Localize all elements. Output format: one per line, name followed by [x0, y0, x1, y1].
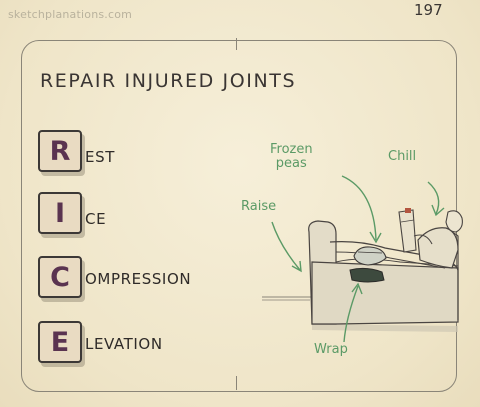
annotation-frozen-peas: Frozen peas: [270, 143, 313, 171]
tile-letter: C: [50, 261, 70, 293]
tile-r: R: [38, 130, 82, 172]
page-number: 197: [414, 1, 443, 19]
annotation-frozen-line2: peas: [275, 156, 307, 171]
tile-letter: E: [50, 326, 70, 358]
tile-i: I: [38, 192, 82, 234]
annotation-frozen-line1: Frozen: [270, 142, 313, 157]
tile-e: E: [38, 321, 82, 363]
sofa-base: [311, 261, 459, 325]
person-arm: [413, 234, 433, 245]
annotation-raise: Raise: [241, 199, 277, 214]
sofa-shadow: [312, 324, 458, 332]
arrow-frozen-peas: [341, 175, 377, 241]
person-torso: [417, 227, 459, 269]
site-watermark: sketchplanations.com: [8, 8, 133, 21]
annotation-chill: Chill: [388, 149, 417, 164]
arrow-chill: [427, 181, 440, 215]
drink-straw-top: [405, 208, 411, 213]
word-rest: EST: [85, 148, 115, 166]
tile-c: C: [38, 256, 82, 298]
word-ice: CE: [85, 210, 107, 228]
frozen-peas-bag: [353, 246, 387, 266]
drink-glass: [398, 209, 417, 253]
raised-leg: [329, 240, 459, 271]
arrow-wrap: [343, 285, 359, 343]
frame-bottom-tick: [236, 376, 237, 390]
person-head: [445, 210, 463, 233]
sketch-title: REPAIR INJURED JOINTS: [40, 70, 297, 92]
annotation-wrap: Wrap: [314, 342, 348, 357]
tile-letter: I: [54, 197, 66, 229]
frame-top-tick: [236, 38, 237, 50]
word-compression: OMPRESSION: [85, 270, 192, 288]
wrap-bandage: [349, 267, 385, 283]
arrow-raise: [271, 221, 301, 271]
tile-letter: R: [49, 135, 71, 167]
word-elevation: LEVATION: [85, 335, 163, 353]
